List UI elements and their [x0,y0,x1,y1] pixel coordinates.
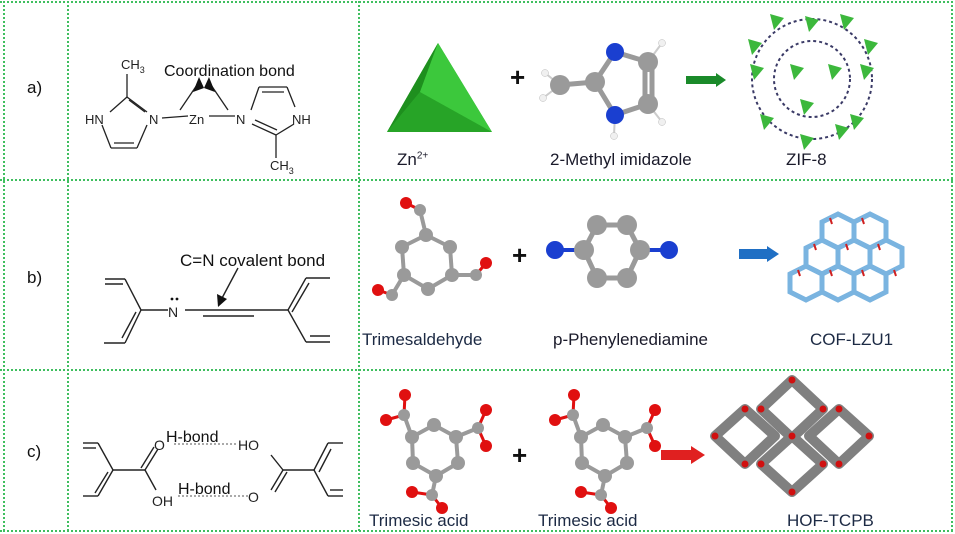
grid-line-col2 [358,1,360,531]
plus-sign: + [512,240,528,270]
h-bond-label-bottom: H-bond [178,481,230,498]
grid-line-right [951,1,953,531]
hydrogen-bond-drawing: O H-bond HO OH H-bond O [83,429,343,509]
zif8-framework-icon [748,14,878,150]
grid-line-left [3,1,5,531]
plus-sign: + [512,440,528,470]
imine-bond-label: C=N covalent bond [180,251,325,270]
trimesic-acid-molecule-icon [380,389,492,514]
grid-line-col1 [67,1,69,531]
h-bond-label-top: H-bond [166,429,218,446]
zn-tetrahedron-icon [387,43,492,132]
n-left-atom: N [149,112,158,127]
n-atom: N [168,304,178,320]
zif8-caption: ZIF-8 [786,150,827,169]
nh-atom: NH [292,112,311,127]
cof-lzu1-caption: COF-LZU1 [810,330,894,349]
hof-tcpb-framework-icon [710,375,874,497]
trimesaldehyde-molecule-icon [372,197,492,301]
coordination-bond-label: Coordination bond [164,63,295,80]
trimesic-acid-caption-2: Trimesic acid [538,511,638,530]
o-right-bottom-atom: O [248,489,259,505]
cof-lzu1-framework-icon [787,211,905,303]
plus-sign: + [510,62,526,92]
hn-atom: HN [85,112,104,127]
reaction-arrow-green [686,73,726,87]
reaction-arrow-red [661,446,705,464]
row-label: a) [27,78,43,97]
methyl-imidazole-caption: 2-Methyl imidazole [550,150,692,169]
ch3-top: CH3 [121,57,145,75]
coordination-bond-drawing: CH3 HN N Zn N NH CH3 Coordination bond [85,57,311,176]
grid-line-row1 [0,179,953,181]
grid-line-bottom [0,530,953,532]
row-label: c) [27,442,42,461]
reaction-arrow-blue [739,246,779,262]
trimesic-acid-caption-1: Trimesic acid [369,511,469,530]
methyl-imidazole-molecule-icon [539,39,666,140]
phenylenediamine-caption: p-Phenylenediamine [553,330,708,349]
ch3-bottom: CH3 [270,158,294,176]
zn-ion-caption: Zn2+ [397,150,429,169]
ho-right-atom: HO [238,437,259,453]
o-left-top-atom: O [154,437,165,453]
hof-tcpb-caption: HOF-TCPB [787,511,874,530]
grid-line-top [0,1,953,3]
n-right-atom: N [236,112,245,127]
zn-atom: Zn [189,112,204,127]
row-label: b) [27,268,43,287]
imine-bond-drawing: N C=N covalent bond [104,251,330,344]
phenylenediamine-molecule-icon [546,215,678,288]
trimesic-acid-molecule-icon [549,389,661,514]
trimesaldehyde-caption: Trimesaldehyde [362,330,483,349]
grid-line-row2 [0,369,953,371]
oh-left-atom: OH [152,493,173,509]
